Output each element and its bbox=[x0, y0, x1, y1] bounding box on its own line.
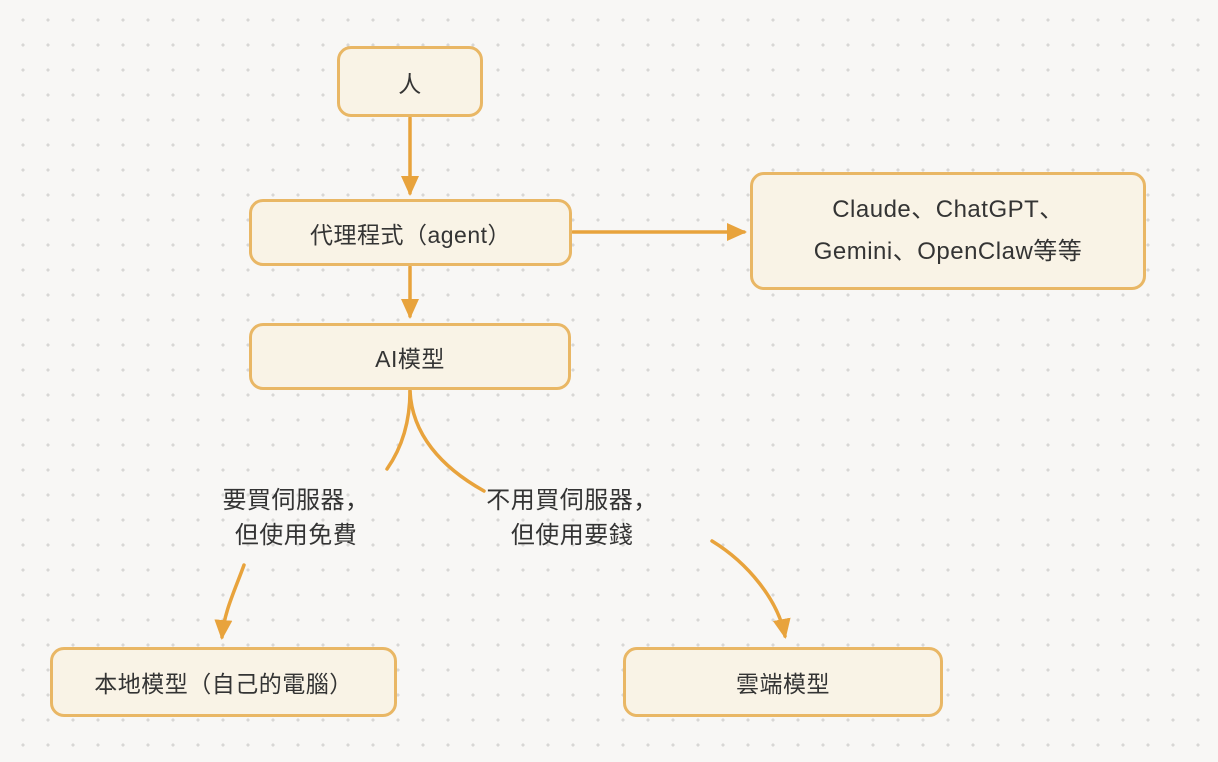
node-model-examples-line1: Claude、ChatGPT、 bbox=[832, 196, 1064, 223]
node-local-model-label: 本地模型（自己的電腦） bbox=[94, 671, 353, 697]
edge-label-cloud-branch[interactable]: 不用買伺服器， 但使用要錢 bbox=[462, 483, 682, 553]
node-agent-label: 代理程式（agent） bbox=[309, 221, 512, 248]
node-model-examples-line2: Gemini、OpenClaw等等 bbox=[813, 238, 1083, 265]
edge-label-local-branch-line1: 要買伺服器， bbox=[222, 487, 370, 514]
node-person[interactable]: 人 bbox=[337, 46, 483, 117]
edge-label-local-branch-line2: 但使用免費 bbox=[234, 522, 358, 549]
arrow-to-cloud-model[interactable] bbox=[710, 539, 791, 639]
node-local-model[interactable]: 本地模型（自己的電腦） bbox=[50, 647, 397, 717]
node-cloud-model-label: 雲端模型 bbox=[736, 671, 830, 697]
arrow-to-local-model[interactable] bbox=[214, 563, 246, 640]
node-cloud-model[interactable]: 雲端模型 bbox=[623, 647, 943, 717]
edge-aimodel-fork-right[interactable] bbox=[408, 389, 486, 493]
node-ai-model[interactable]: AI模型 bbox=[249, 323, 571, 390]
node-ai-model-label: AI模型 bbox=[375, 345, 445, 372]
edge-label-cloud-branch-line1: 不用買伺服器， bbox=[486, 487, 658, 514]
edge-label-local-branch[interactable]: 要買伺服器， 但使用免費 bbox=[186, 483, 406, 553]
node-model-examples[interactable]: Claude、ChatGPT、 Gemini、OpenClaw等等 bbox=[750, 172, 1146, 290]
edge-label-cloud-branch-line2: 但使用要錢 bbox=[510, 522, 634, 549]
node-agent[interactable]: 代理程式（agent） bbox=[249, 199, 572, 266]
node-person-label: 人 bbox=[398, 70, 422, 97]
edge-aimodel-fork-left[interactable] bbox=[385, 389, 412, 471]
